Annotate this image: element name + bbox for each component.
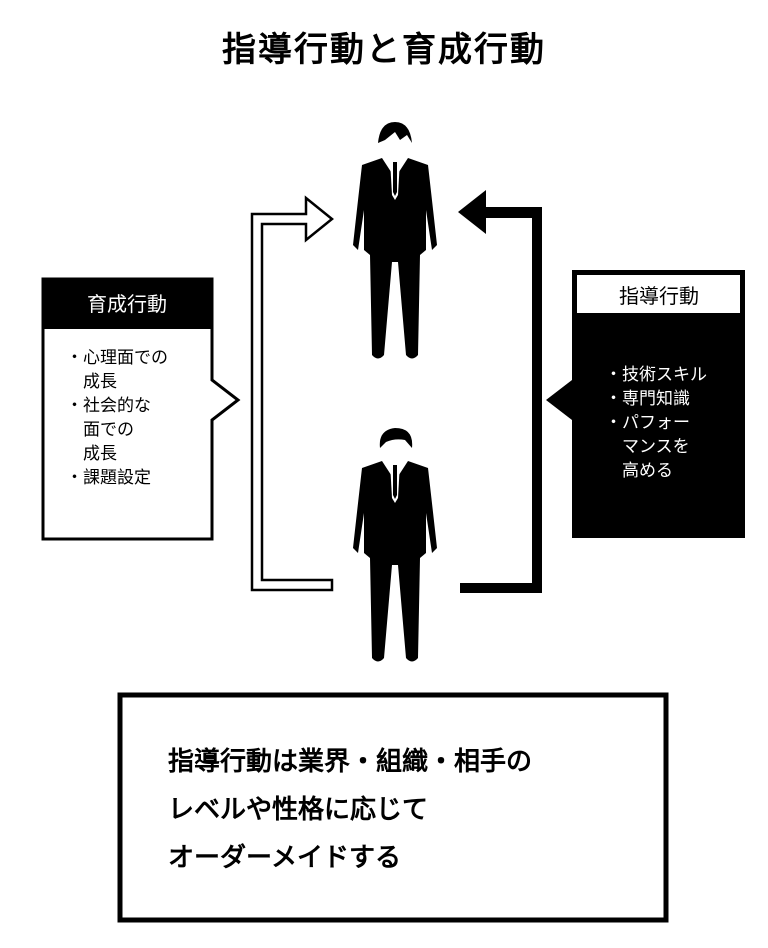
list-item: ・心理面での [66,348,168,368]
guidance-arrow [458,190,542,593]
list-item: ・技術スキル [605,365,707,385]
list-item: マンスを [605,437,690,457]
list-item: 成長 [66,372,117,392]
development-arrow [250,195,334,592]
guidance-box-outline [546,270,745,538]
person-leader-icon [353,122,437,359]
list-item: ・専門知識 [605,389,690,409]
list-item: 面での [66,420,134,440]
list-item: 成長 [66,444,117,464]
development-box-list: ・心理面での 成長 ・社会的な 面での 成長 ・課題設定 [66,346,168,490]
guidance-box-list: ・技術スキル ・専門知識 ・パフォー マンスを 高める [605,363,707,483]
summary-box-outline [117,692,669,923]
list-item: 高める [605,461,673,481]
list-item: ・パフォー [605,413,690,433]
summary-line: オーダーメイドする [168,843,401,873]
summary-line: 指導行動は業界・組織・相手の [168,747,533,777]
list-item: ・社会的な [66,396,151,416]
development-box-header: 育成行動 [87,292,167,316]
guidance-box-header: 指導行動 [619,284,699,308]
page-title: 指導行動と育成行動 [222,30,546,70]
list-item: ・課題設定 [66,468,151,488]
summary-text: 指導行動は業界・組織・相手の レベルや性格に応じて オーダーメイドする [168,738,532,882]
summary-line: レベルや性格に応じて [168,795,429,825]
person-subordinate-icon [353,428,437,662]
